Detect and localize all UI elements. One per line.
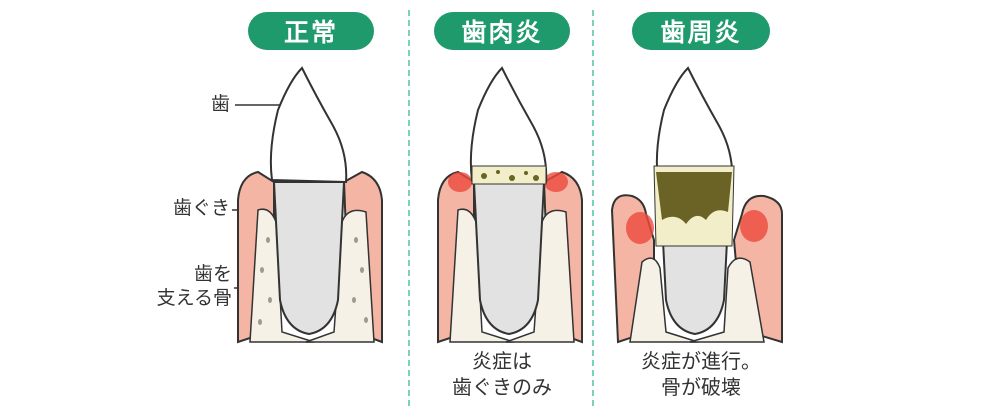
periodontitis-tooth-diagram: [610, 66, 783, 344]
inflammation-left: [626, 212, 654, 244]
bone-left: [449, 208, 515, 343]
inflammation-right: [544, 172, 568, 192]
inflammation-left: [448, 172, 472, 192]
divider-1: [408, 10, 410, 406]
caption-gingivitis: 炎症は 歯ぐきのみ: [452, 349, 552, 399]
bone-left: [249, 208, 315, 343]
divider-2: [592, 10, 594, 406]
crown: [655, 66, 734, 184]
root: [472, 181, 546, 336]
label-gum: 歯ぐき: [172, 197, 230, 219]
gingivitis-tooth-diagram: [437, 66, 583, 344]
caption-periodontitis: 炎症が進行。 骨が破壊: [641, 349, 761, 399]
panel-gingivitis: 歯肉炎 炎症は 歯ぐきのみ: [414, 0, 590, 414]
title-periodontitis: 歯周炎: [632, 12, 770, 50]
tartar-band: [471, 165, 547, 185]
root: [272, 181, 346, 336]
panel-normal: 正常 歯 歯ぐき 歯を 支える骨: [120, 0, 410, 414]
label-tooth: 歯: [210, 93, 230, 115]
plaque-spots: [481, 170, 539, 181]
normal-tooth-diagram: [232, 66, 383, 344]
plaque-mass: [656, 172, 732, 224]
bone-left: [629, 257, 699, 343]
panel-periodontitis: 歯周炎 炎症が進行。 骨が破壊: [596, 0, 806, 414]
label-bone: 歯を 支える骨: [156, 263, 232, 309]
title-normal: 正常: [248, 12, 374, 50]
bone-right: [689, 257, 765, 343]
title-gingivitis: 歯肉炎: [434, 12, 570, 50]
crown: [469, 66, 548, 184]
inflammation-right: [740, 210, 768, 242]
crown: [269, 66, 348, 184]
bone-texture: [258, 237, 368, 325]
